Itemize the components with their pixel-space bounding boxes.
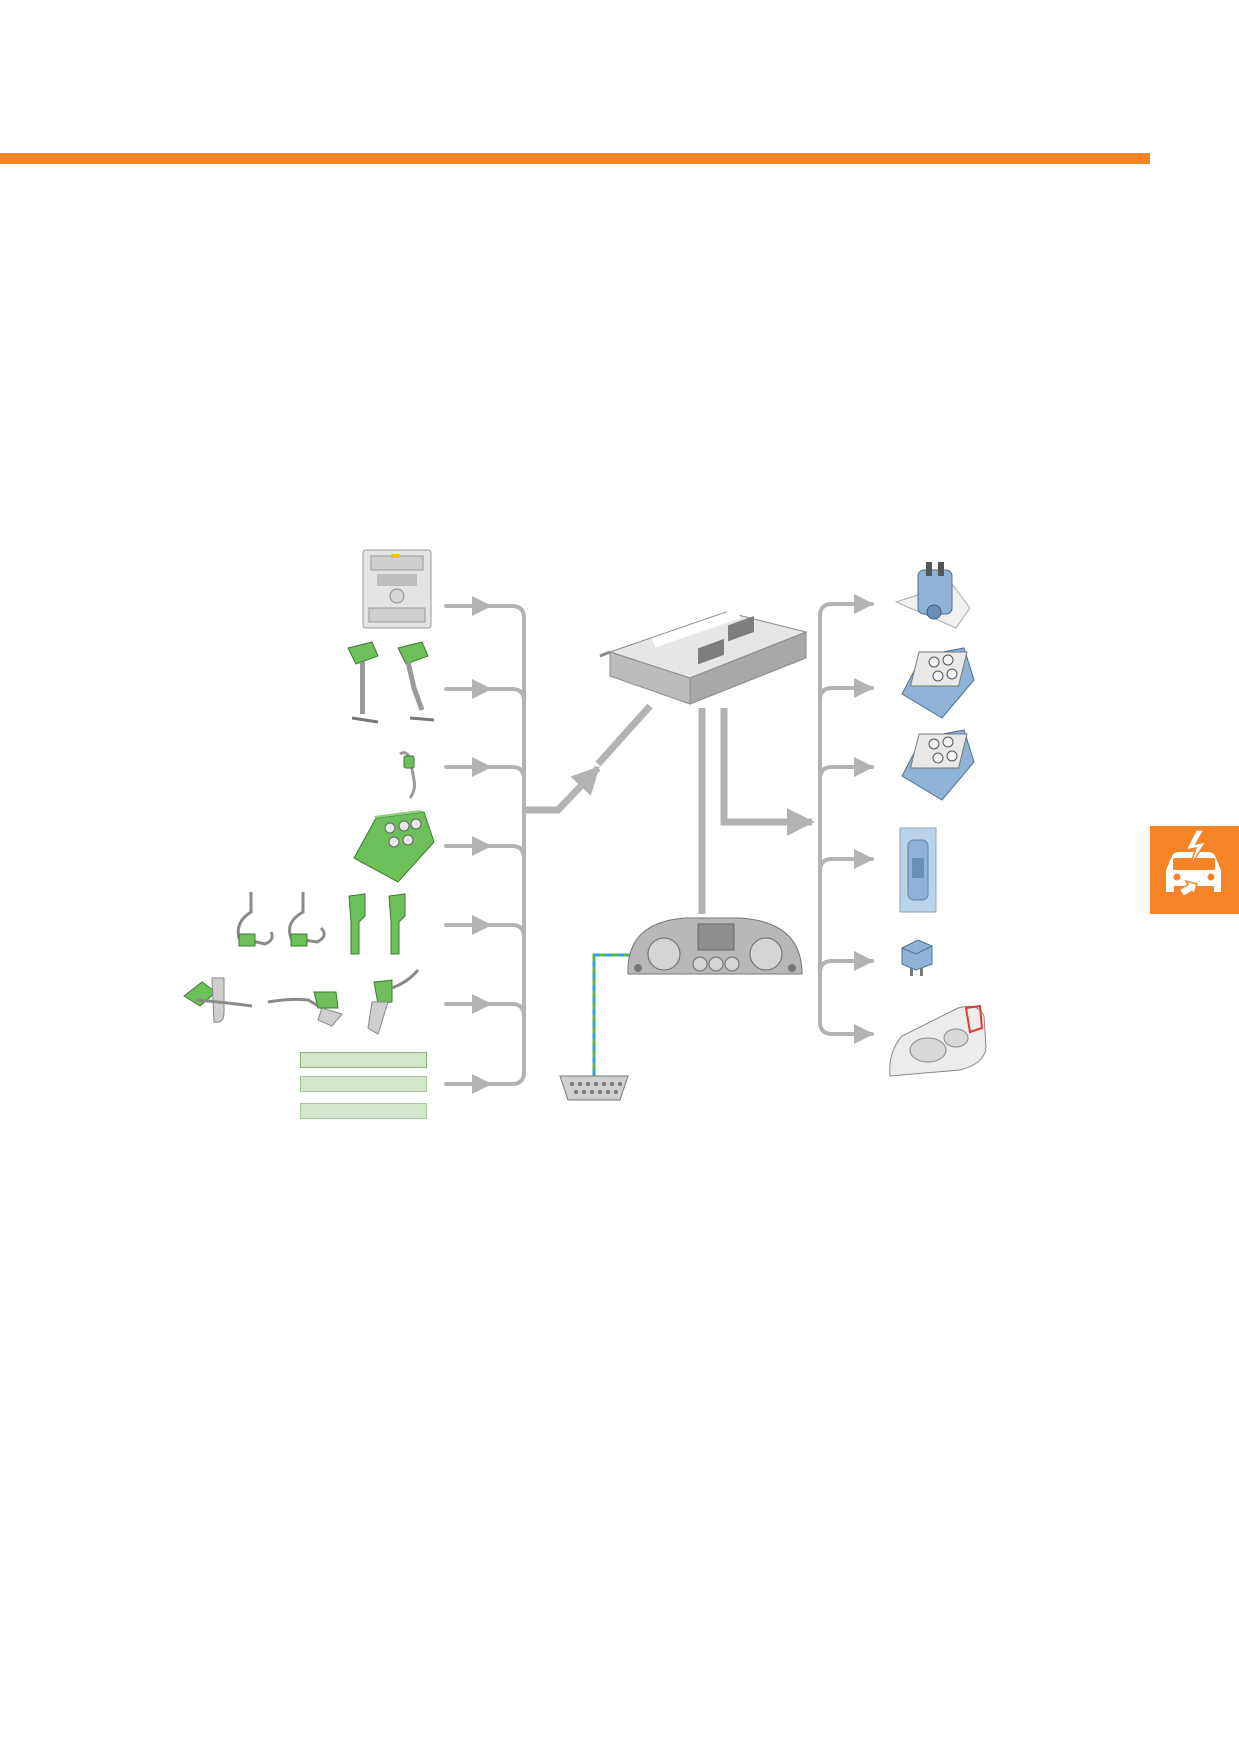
control-unit-blue-icon xyxy=(901,729,975,801)
level-sensor-pair-icon xyxy=(236,892,406,955)
relay-icon xyxy=(901,939,933,976)
electronic-control-unit-icon xyxy=(599,608,808,705)
signal-box-3 xyxy=(300,1103,427,1119)
ecu-output-wires xyxy=(698,708,815,914)
car-electrical-icon xyxy=(1150,826,1239,914)
signal-box-1 xyxy=(300,1052,427,1068)
control-unit-blue-icon xyxy=(901,647,975,719)
actuator-motor-icon xyxy=(894,562,971,629)
output-wires xyxy=(818,594,874,1044)
input-wires xyxy=(444,596,526,1094)
control-unit-module-icon xyxy=(353,810,435,883)
diagnostic-bus-wire xyxy=(592,953,630,1078)
signal-box-2 xyxy=(300,1076,427,1092)
sensor-with-cable-icon xyxy=(399,751,416,799)
vehicle-level-sensor-icon xyxy=(347,641,435,724)
header-accent-bar xyxy=(0,153,1150,164)
wheel-speed-sensor-icon xyxy=(183,969,420,1035)
instrument-cluster-icon xyxy=(627,917,803,975)
bus-to-ecu-wire xyxy=(526,703,653,814)
diagnostic-connector-icon xyxy=(559,1075,629,1101)
gas-discharge-bulb-icon xyxy=(899,827,937,913)
headlight-icon xyxy=(889,1004,987,1077)
section-tab[interactable] xyxy=(1150,826,1239,914)
climate-control-panel-icon xyxy=(362,549,432,629)
